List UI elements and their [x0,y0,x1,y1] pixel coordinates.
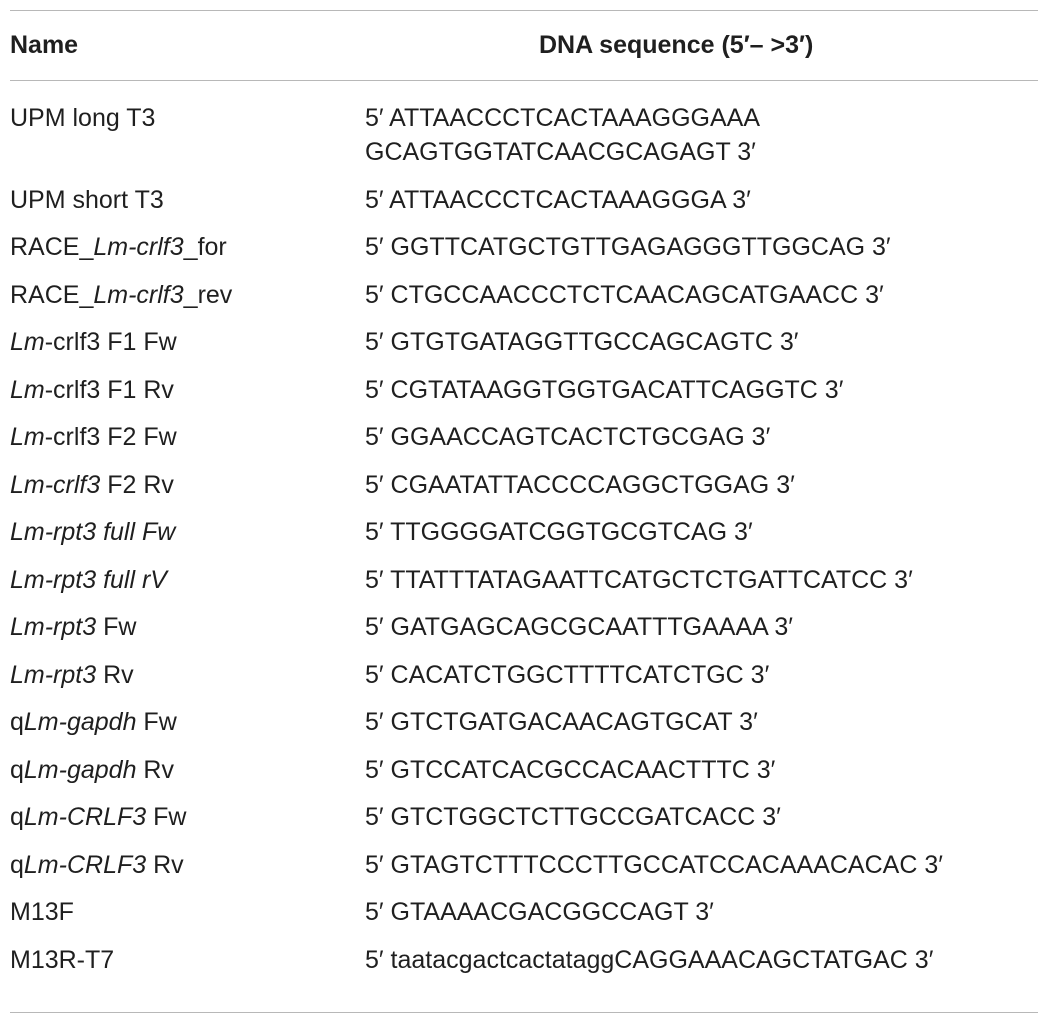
dna-sequence: 5′ TTATTTATAGAATTCATGCTCTGATTCATCC 3′ [365,565,913,594]
dna-sequence: 5′ GTCCATCACGCCACAACTTTC 3′ [365,755,776,784]
primer-name-part: q [10,755,24,784]
primer-name: UPM short T3 [10,183,365,217]
primer-name: M13F [10,895,365,929]
primer-name-part: Lm-crlf3 [10,470,101,499]
primer-name-part: UPM long T3 [10,104,156,132]
header-name: Name [10,31,79,59]
primer-name: Lm-crlf3 F2 Fw [10,420,365,454]
table-row: Lm-rpt3 full Fw 5′ TTGGGGATCGGTGCGTCAG 3′ [10,515,1038,549]
primer-name-part: _for [183,233,227,261]
primer-name: Lm-crlf3 F2 Rv [10,468,365,502]
primer-name-part: -crlf3 F2 Fw [44,423,177,451]
dna-sequence: 5′ taatacgactcactataggCAGGAAACAGCTATGAC … [365,945,934,974]
primer-name-part: Lm-rpt3 [10,660,97,689]
primer-name: Lm-rpt3 full rV [10,563,365,597]
primer-name-part: Rv [136,755,174,784]
primer-name-part: Fw [146,803,187,831]
primer-name-part: Rv [146,850,184,879]
primer-name-part: Lm-rpt3 full rV [10,565,167,594]
dna-sequence: 5′ GTCTGGCTCTTGCCGATCACC 3′ [365,803,781,831]
primer-name: M13R-T7 [10,943,365,977]
dna-sequence: 5′ ATTAACCCTCACTAAAGGGA 3′ [365,185,751,214]
table-row: UPM short T3 5′ ATTAACCCTCACTAAAGGGA 3′ [10,183,1038,217]
primer-name: Lm-rpt3 Fw [10,610,365,644]
primer-name-part: q [10,708,24,736]
table-body: UPM long T3 5′ ATTAACCCTCACTAAAGGGAAA GCA… [10,81,1038,1012]
primer-name-part: Fw [136,708,177,736]
primer-name: qLm-CRLF3 Rv [10,848,365,882]
dna-sequence: 5′ GTGTGATAGGTTGCCAGCAGTC 3′ [365,328,799,356]
primer-name-part: RACE_ [10,233,94,261]
dna-sequence: 5′ GGTTCATGCTGTTGAGAGGGTTGGCAG 3′ [365,233,891,261]
primer-name-part: Lm-crlf3 [93,280,184,309]
primer-name-part: Lm [10,423,45,451]
dna-sequence: 5′ CTGCCAACCCTCTCAACAGCATGAACC 3′ [365,280,884,309]
primer-name-part: q [10,850,24,879]
primer-name-part: M13R-T7 [10,945,115,974]
primer-name-part: Lm-CRLF3 [23,803,147,831]
dna-sequence: 5′ CGAATATTACCCCAGGCTGGAG 3′ [365,470,795,499]
primer-name-part: Lm [10,375,45,404]
primer-name-part: Lm-gapdh [23,708,137,736]
dna-sequence: 5′ GTAAAACGACGGCCAGT 3′ [365,898,714,926]
dna-sequence: 5′ GATGAGCAGCGCAATTTGAAAA 3′ [365,613,793,641]
primer-name: Lm-rpt3 full Fw [10,515,365,549]
primer-name-part: q [10,803,24,831]
top-rule [10,10,1038,11]
primer-name: UPM long T3 [10,101,365,169]
primer-name: Lm-crlf3 F1 Fw [10,325,365,359]
primer-name-part: Fw [96,613,137,641]
primer-name: RACE_Lm-crlf3_rev [10,278,365,312]
primer-name: Lm-crlf3 F1 Rv [10,373,365,407]
primer-name-part: Lm-gapdh [23,755,137,784]
primer-name-part: Lm [10,328,45,356]
primer-name: qLm-CRLF3 Fw [10,800,365,834]
primer-name-part: _rev [183,280,233,309]
table-row: M13F 5′ GTAAAACGACGGCCAGT 3′ [10,895,1038,929]
primer-table: Name DNA sequence (5′– >3′) UPM long T3 5… [10,10,1038,1013]
primer-name-part: UPM short T3 [10,185,164,214]
primer-name-part: Lm-rpt3 full Fw [10,518,176,546]
primer-name-part: Lm-rpt3 [10,613,97,641]
header-sequence: DNA sequence (5′– >3′) [539,31,814,59]
primer-name-part: F2 Rv [100,470,174,499]
primer-name: qLm-gapdh Rv [10,753,365,787]
primer-name-part: M13F [10,898,74,926]
primer-name-part: Rv [96,660,134,689]
primer-name: qLm-gapdh Fw [10,705,365,739]
primer-name-part: -crlf3 F1 Fw [44,328,177,356]
dna-sequence: 5′ TTGGGGATCGGTGCGTCAG 3′ [365,518,753,546]
table-header: Name DNA sequence (5′– >3′) [10,11,1038,81]
dna-sequence: 5′ CACATCTGGCTTTTCATCTGC 3′ [365,660,770,689]
table-row: UPM long T3 5′ ATTAACCCTCACTAAAGGGAAA GCA… [10,101,1038,169]
primer-name-part: -crlf3 F1 Rv [44,375,174,404]
dna-sequence: 5′ GTCTGATGACAACAGTGCAT 3′ [365,708,758,736]
dna-sequence: 5′ GTAGTCTTTCCCTTGCCATCCACAAACACAC 3′ [365,850,943,879]
primer-name: RACE_Lm-crlf3_for [10,230,365,264]
primer-name-part: Lm-crlf3 [93,233,184,261]
primer-name-part: Lm-CRLF3 [23,850,147,879]
dna-sequence: 5′ ATTAACCCTCACTAAAGGGAAA GCAGTGGTATCAAC… [365,104,761,166]
table-row: M13R-T7 5′ taatacgactcactataggCAGGAAACAGC… [10,943,1038,977]
table-row: Lm-rpt3 full rV 5′ TTATTTATAGAATTCATGCTCT… [10,563,1038,597]
primer-name: Lm-rpt3 Rv [10,658,365,692]
dna-sequence: 5′ CGTATAAGGTGGTGACATTCAGGTC 3′ [365,375,844,404]
dna-sequence: 5′ GGAACCAGTCACTCTGCGAG 3′ [365,423,771,451]
primer-name-part: RACE_ [10,280,94,309]
